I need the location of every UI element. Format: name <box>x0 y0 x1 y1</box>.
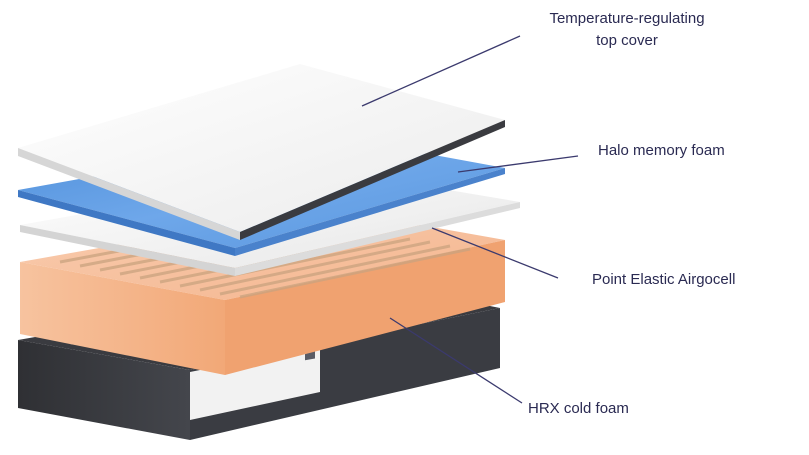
base-cover-right-side <box>190 308 500 440</box>
base-cover-white-band <box>190 346 320 420</box>
leader-lines <box>361 35 579 404</box>
airgocell-right-edge <box>235 202 520 276</box>
top-cover-right-edge <box>240 120 505 240</box>
leader-top-cover <box>361 35 521 107</box>
memory-foam-right-edge <box>235 168 505 256</box>
top-cover-top <box>18 64 505 232</box>
hrx-foam-right-side <box>225 240 505 375</box>
label-top-cover-line2: top cover <box>596 32 658 49</box>
base-cover-front-side <box>18 340 190 440</box>
leader-point-elastic <box>431 227 559 279</box>
top-cover-layer <box>18 64 505 240</box>
label-top-cover-line1: Temperature-regulating <box>549 10 705 27</box>
leader-halo <box>457 155 579 173</box>
label-hrx-cold-foam: HRX cold foam <box>528 400 629 417</box>
label-top-cover: Temperature-regulating top cover <box>529 8 725 52</box>
memory-foam-edge <box>18 190 235 256</box>
hrx-foam-front-side <box>20 262 225 375</box>
leader-hrx <box>389 317 523 404</box>
label-halo-memory-foam: Halo memory foam <box>598 142 725 159</box>
top-cover-front-edge <box>18 148 240 240</box>
airgocell-edge <box>20 225 235 276</box>
label-point-elastic-airgocell: Point Elastic Airgocell <box>592 271 736 288</box>
